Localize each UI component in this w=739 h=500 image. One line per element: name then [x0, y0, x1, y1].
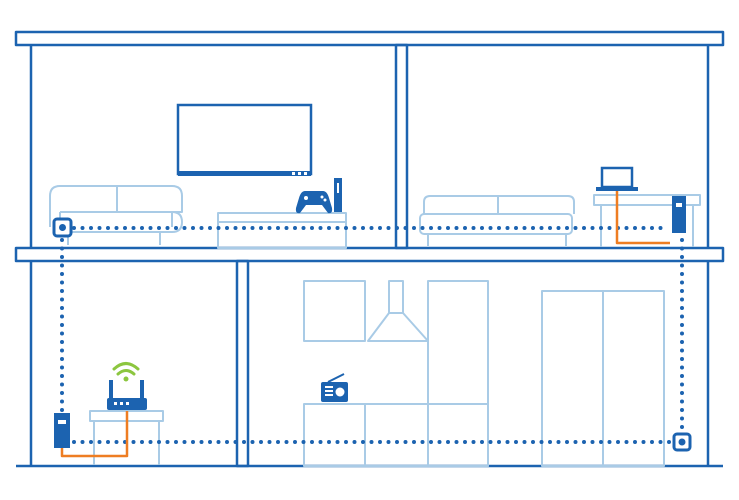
upper-cabinet-left: [303, 280, 366, 342]
game-console-icon: [334, 178, 342, 212]
range-hood: [367, 280, 429, 342]
tv-icon: [176, 103, 313, 176]
router-icon: [107, 380, 147, 410]
tv-stand: [217, 212, 347, 249]
powerline-adapter-icon: [672, 196, 686, 233]
sofa-right: [419, 195, 575, 246]
upper-partition-wall: [394, 43, 409, 250]
powerline-adapter-icon: [54, 413, 70, 448]
wifi-icon: [112, 362, 140, 382]
counter: [303, 403, 489, 467]
kitchen: [303, 280, 665, 467]
ethernet-cable-router: [60, 411, 129, 458]
tall-cabinet: [427, 280, 489, 467]
furniture: [49, 185, 701, 467]
powerline-adapter-icon: [52, 217, 73, 238]
ethernet-cables: [60, 190, 670, 458]
powerline-connection: [60, 226, 684, 444]
radio-icon: [321, 373, 348, 402]
ethernet-cable-laptop: [615, 190, 670, 245]
game-controller-icon: [295, 191, 333, 214]
lower-partition-wall: [235, 259, 250, 468]
side-table: [593, 194, 701, 247]
floor-slab: [14, 246, 725, 263]
laptop-icon: [596, 166, 638, 191]
roof-slab: [14, 30, 725, 47]
powerline-adapter-icon: [672, 432, 692, 452]
